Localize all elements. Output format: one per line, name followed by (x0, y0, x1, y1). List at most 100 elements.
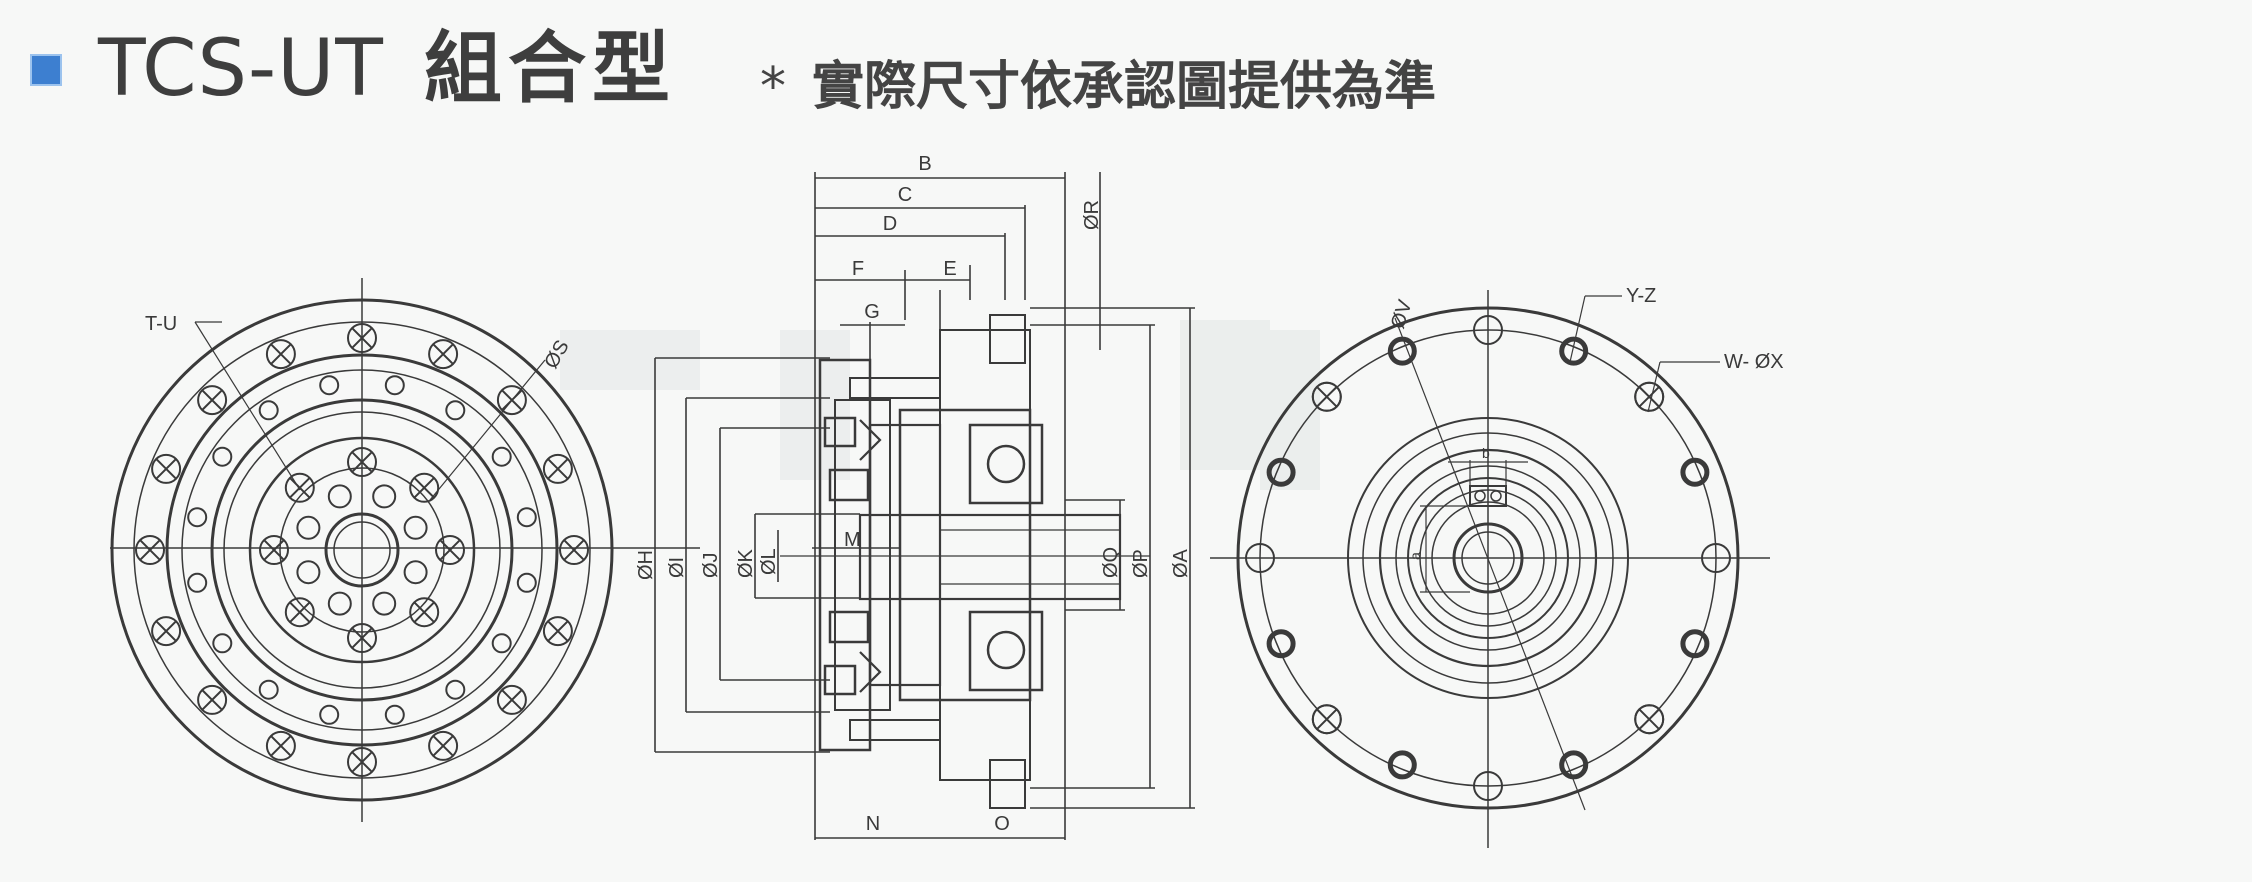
bolt-hole (1634, 381, 1665, 412)
page-title: TCS-UT 組合型 (98, 6, 676, 118)
bolt-hole (542, 453, 573, 484)
bolt-hole (347, 447, 377, 477)
bolt-hole (1680, 629, 1710, 659)
dim-r: ØR (1081, 200, 1103, 230)
dim-f: F (852, 258, 864, 280)
bolt-hole (1473, 315, 1503, 345)
title-bullet-icon (30, 54, 62, 86)
bolt-hole (197, 684, 228, 715)
bolt-hole (491, 633, 512, 654)
dim-d: D (883, 213, 897, 235)
bolt-hole (284, 597, 315, 628)
bolt-hole (327, 591, 352, 616)
label-b: b (1482, 445, 1490, 461)
bolt-hole (1311, 381, 1342, 412)
label-a: a (1407, 552, 1423, 560)
bolt-hole (1266, 629, 1296, 659)
bolt-hole (197, 385, 228, 416)
bolt-hole (1387, 750, 1417, 780)
bolt-hole (445, 679, 466, 700)
bolt-hole (372, 591, 397, 616)
bolt-hole (445, 400, 466, 421)
bolt-hole (187, 572, 208, 593)
bolt-hole (409, 472, 440, 503)
bolt-hole (435, 535, 465, 565)
dim-g: G (864, 301, 880, 323)
dim-h: ØH (635, 550, 657, 580)
bolt-hole (151, 453, 182, 484)
note-text: 實際尺寸依承認圖提供為準 (812, 57, 1437, 117)
label-w-x: W- ØX (1724, 351, 1784, 373)
bolt-hole (496, 684, 527, 715)
bolt-hole (1701, 543, 1731, 573)
dim-a: ØA (1170, 548, 1192, 578)
dimension-note: * 實際尺寸依承認圖提供為準 (760, 44, 1436, 119)
bolt-hole (428, 339, 459, 370)
bolt-hole (384, 704, 405, 725)
note-mark: * (760, 57, 786, 117)
model-name: TCS-UT (98, 24, 384, 114)
bolt-hole (212, 446, 233, 467)
bolt-hole (265, 339, 296, 370)
bolt-hole (258, 400, 279, 421)
dim-o: O (994, 813, 1010, 835)
bolt-hole (258, 679, 279, 700)
dim-b: B (918, 153, 931, 175)
bolt-hole (347, 747, 377, 777)
bolt-hole (1559, 750, 1589, 780)
bolt-hole (1559, 336, 1589, 366)
bolt-hole (284, 472, 315, 503)
dim-k: ØK (735, 548, 757, 578)
bolt-hole (409, 597, 440, 628)
bolt-hole (1634, 704, 1665, 735)
bolt-hole (319, 704, 340, 725)
bolt-hole (259, 535, 289, 565)
right-front-view (1210, 290, 1770, 848)
bolt-hole (403, 515, 428, 540)
type-label: 組合型 (423, 24, 676, 114)
dim-m: M (844, 529, 861, 551)
bolt-hole (1473, 771, 1503, 801)
bolt-hole (1266, 457, 1296, 487)
dim-i: ØI (666, 557, 688, 578)
bolt-hole (542, 616, 573, 647)
bolt-hole (384, 375, 405, 396)
bolt-hole (347, 323, 377, 353)
bolt-hole (296, 515, 321, 540)
bolt-hole (1311, 704, 1342, 735)
bolt-hole (151, 616, 182, 647)
bolt-hole (516, 572, 537, 593)
bolt-hole (491, 446, 512, 467)
bolt-hole (496, 385, 527, 416)
side-section-view (654, 172, 1195, 840)
dim-n: N (866, 813, 880, 835)
bolt-hole (372, 484, 397, 509)
bolt-hole (327, 484, 352, 509)
bolt-hole (403, 560, 428, 585)
bolt-hole (212, 633, 233, 654)
label-v: ØV (1387, 297, 1417, 332)
bolt-hole (347, 623, 377, 653)
bolt-hole (135, 535, 165, 565)
left-front-view (110, 278, 700, 822)
bolt-hole (265, 730, 296, 761)
dim-q: ØQ (1100, 547, 1122, 578)
bolt-hole (516, 507, 537, 528)
dim-l: ØL (758, 548, 780, 575)
bolt-hole (187, 507, 208, 528)
label-t-u: T-U (145, 313, 177, 335)
bolt-hole (319, 375, 340, 396)
bolt-hole (559, 535, 589, 565)
label-y-z: Y-Z (1626, 285, 1656, 307)
bolt-hole (428, 730, 459, 761)
bolt-hole (1680, 457, 1710, 487)
bolt-hole (1245, 543, 1275, 573)
dim-p: ØP (1130, 549, 1152, 578)
bolt-hole (296, 560, 321, 585)
bolt-hole (1387, 336, 1417, 366)
dim-c: C (898, 184, 912, 206)
dim-j: ØJ (700, 552, 722, 578)
dim-e: E (943, 258, 956, 280)
